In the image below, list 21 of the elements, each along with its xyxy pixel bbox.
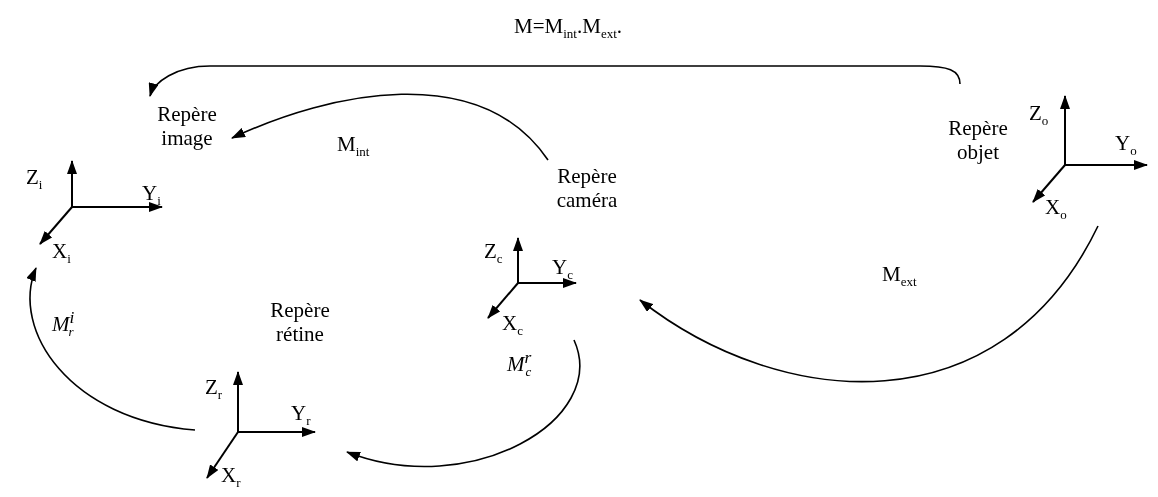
frame-title: Repère objet — [947, 116, 1009, 164]
axis-label: Y$_{i}$ — [142, 182, 161, 211]
curved-arrow — [149, 65, 961, 97]
axis-label: Z$_{o}$ — [1029, 102, 1049, 131]
curved-arrow — [231, 93, 549, 161]
axis-label: X$_{i}$ — [52, 240, 71, 269]
axis-label: Y$_{c}$ — [552, 256, 573, 285]
axis-label: Y$_{r}$ — [291, 402, 311, 431]
axis-label: X$_{r}$ — [221, 464, 241, 493]
frame-title: Repère image — [156, 102, 218, 150]
curved-arrow — [27, 267, 196, 431]
axis-label: Z$_{r}$ — [205, 376, 223, 405]
curved-arrow — [346, 339, 581, 467]
axis-label: X$_{o}$ — [1045, 196, 1067, 225]
curved-arrow — [639, 225, 1099, 382]
frame-title: Repère rétine — [269, 298, 331, 346]
axis-label: X$_{c}$ — [502, 312, 523, 341]
axis-label: Z$_{c}$ — [484, 240, 503, 269]
frame-title: Repère caméra — [555, 164, 619, 212]
axis-label: Y$_{o}$ — [1115, 132, 1137, 161]
axis-label: Z$_{i}$ — [26, 166, 43, 195]
